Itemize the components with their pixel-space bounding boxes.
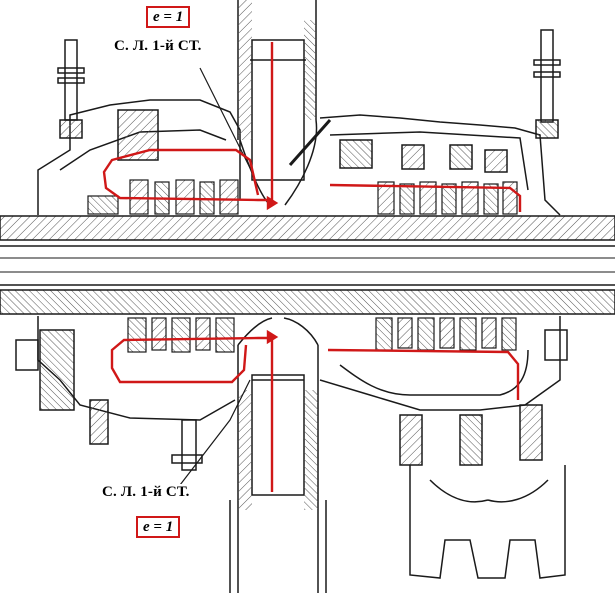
top-label-leader bbox=[199, 67, 332, 169]
bottom-label-leader bbox=[179, 379, 251, 486]
flow-path-upper-inlet bbox=[102, 42, 274, 202]
steam-inlet-pipe bbox=[229, 0, 327, 593]
steam-flow-path bbox=[102, 42, 522, 492]
top-stage-label: С. Л. 1-й СТ. bbox=[112, 38, 204, 55]
top-left-bolt-icon bbox=[57, 39, 85, 139]
lower-right-blades bbox=[375, 317, 517, 351]
top-right-bolt-icon bbox=[533, 29, 561, 139]
flow-path-upper-arrow-icon bbox=[266, 195, 279, 211]
flow-path-upper-right bbox=[329, 183, 522, 212]
upper-right-blades bbox=[377, 181, 518, 215]
flow-path-lower-arrow-icon bbox=[266, 329, 279, 345]
rotor-shaft bbox=[0, 215, 615, 315]
bottom-stage-label: С. Л. 1-й СТ. bbox=[100, 484, 192, 501]
lower-casing bbox=[15, 316, 568, 471]
top-e-box: e = 1 bbox=[146, 6, 191, 28]
upper-casing bbox=[37, 99, 561, 216]
flow-path-lower-right bbox=[327, 348, 520, 400]
bottom-e-box: e = 1 bbox=[136, 516, 181, 538]
flow-path-lower-inlet bbox=[110, 336, 274, 492]
upper-left-blades bbox=[87, 179, 239, 215]
lower-left-blades bbox=[127, 317, 235, 353]
exhaust-hood bbox=[409, 465, 566, 579]
